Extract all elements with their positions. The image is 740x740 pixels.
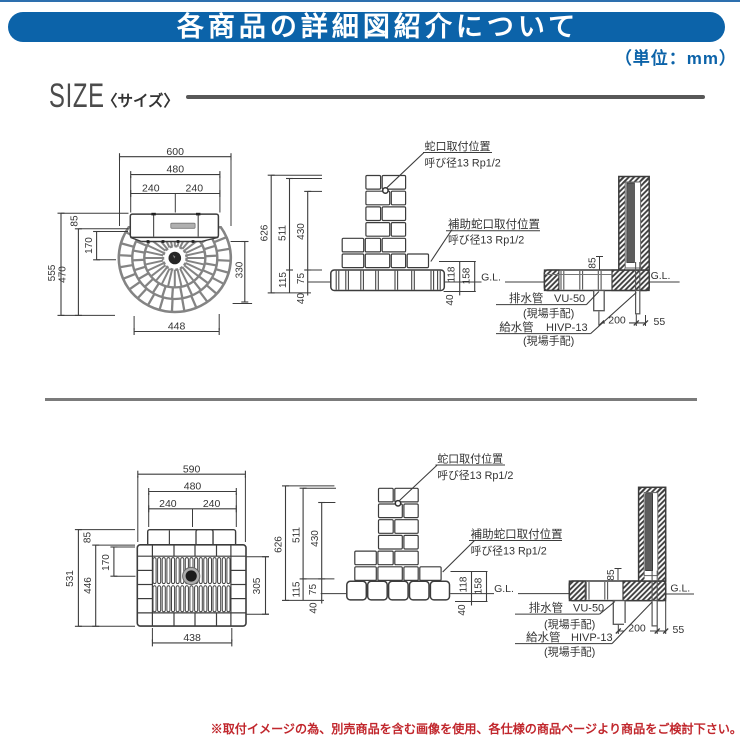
svg-text:(現場手配): (現場手配) — [544, 645, 595, 659]
svg-text:呼び径13 Rp1/2: 呼び径13 Rp1/2 — [448, 234, 524, 247]
svg-text:75: 75 — [296, 273, 307, 285]
svg-text:75: 75 — [308, 584, 319, 596]
svg-text:115: 115 — [292, 581, 303, 597]
svg-text:430: 430 — [296, 223, 307, 240]
svg-text:呼び径13 Rp1/2: 呼び径13 Rp1/2 — [425, 157, 501, 170]
svg-text:448: 448 — [168, 320, 186, 332]
svg-text:305: 305 — [252, 577, 263, 594]
svg-text:430: 430 — [310, 530, 321, 547]
svg-text:85: 85 — [83, 532, 94, 544]
svg-text:呼び径13 Rp1/2: 呼び径13 Rp1/2 — [471, 545, 547, 558]
svg-text:170: 170 — [84, 237, 95, 254]
svg-text:排水管: 排水管 — [509, 291, 544, 305]
svg-text:118: 118 — [458, 576, 469, 592]
svg-text:(現場手配): (現場手配) — [544, 617, 595, 631]
svg-text:VU-50: VU-50 — [573, 603, 604, 615]
svg-text:給水管: 給水管 — [499, 320, 534, 334]
svg-text:55: 55 — [654, 316, 666, 328]
svg-text:G.L.: G.L. — [670, 583, 690, 595]
svg-text:446: 446 — [83, 577, 94, 594]
svg-text:590: 590 — [183, 463, 201, 475]
svg-text:555: 555 — [47, 264, 58, 281]
svg-text:480: 480 — [167, 164, 185, 176]
svg-text:158: 158 — [462, 267, 473, 284]
svg-text:115: 115 — [278, 272, 289, 288]
svg-text:蛇口取付位置: 蛇口取付位置 — [425, 139, 491, 153]
svg-text:240: 240 — [203, 498, 221, 510]
svg-text:85: 85 — [606, 569, 617, 581]
svg-text:補助蛇口取付位置: 補助蛇口取付位置 — [448, 217, 540, 231]
svg-text:600: 600 — [166, 146, 184, 158]
svg-text:626: 626 — [260, 224, 271, 241]
svg-text:158: 158 — [473, 577, 484, 594]
svg-text:給水管: 給水管 — [526, 630, 561, 644]
svg-text:HIVP-13: HIVP-13 — [571, 632, 613, 644]
svg-text:511: 511 — [292, 527, 303, 543]
svg-text:補助蛇口取付位置: 補助蛇口取付位置 — [471, 527, 563, 541]
svg-text:200: 200 — [608, 315, 626, 327]
svg-text:(現場手配): (現場手配) — [523, 306, 574, 320]
svg-text:470: 470 — [58, 266, 69, 283]
svg-text:626: 626 — [274, 536, 285, 553]
svg-text:G.L.: G.L. — [481, 272, 501, 284]
svg-text:40: 40 — [457, 604, 468, 616]
svg-text:VU-50: VU-50 — [554, 293, 585, 305]
svg-text:85: 85 — [70, 215, 81, 227]
svg-text:排水管: 排水管 — [529, 601, 564, 615]
svg-text:呼び径13 Rp1/2: 呼び径13 Rp1/2 — [437, 469, 513, 482]
svg-text:170: 170 — [101, 554, 112, 571]
svg-text:40: 40 — [296, 293, 307, 305]
svg-text:531: 531 — [65, 570, 76, 587]
svg-text:438: 438 — [183, 632, 201, 644]
svg-text:(現場手配): (現場手配) — [523, 334, 574, 348]
svg-text:118: 118 — [447, 266, 458, 282]
svg-text:G.L.: G.L. — [651, 270, 671, 282]
svg-text:HIVP-13: HIVP-13 — [546, 322, 588, 334]
svg-text:40: 40 — [309, 602, 320, 614]
svg-text:240: 240 — [186, 183, 204, 195]
svg-text:蛇口取付位置: 蛇口取付位置 — [437, 452, 503, 466]
svg-text:G.L.: G.L. — [494, 583, 514, 595]
svg-text:55: 55 — [673, 624, 685, 636]
svg-text:480: 480 — [184, 481, 202, 493]
svg-text:85: 85 — [588, 257, 599, 269]
svg-text:40: 40 — [445, 294, 456, 306]
svg-text:240: 240 — [142, 183, 160, 195]
svg-text:240: 240 — [159, 498, 177, 510]
svg-text:200: 200 — [628, 623, 646, 635]
svg-text:330: 330 — [235, 261, 246, 278]
svg-text:511: 511 — [278, 225, 289, 241]
